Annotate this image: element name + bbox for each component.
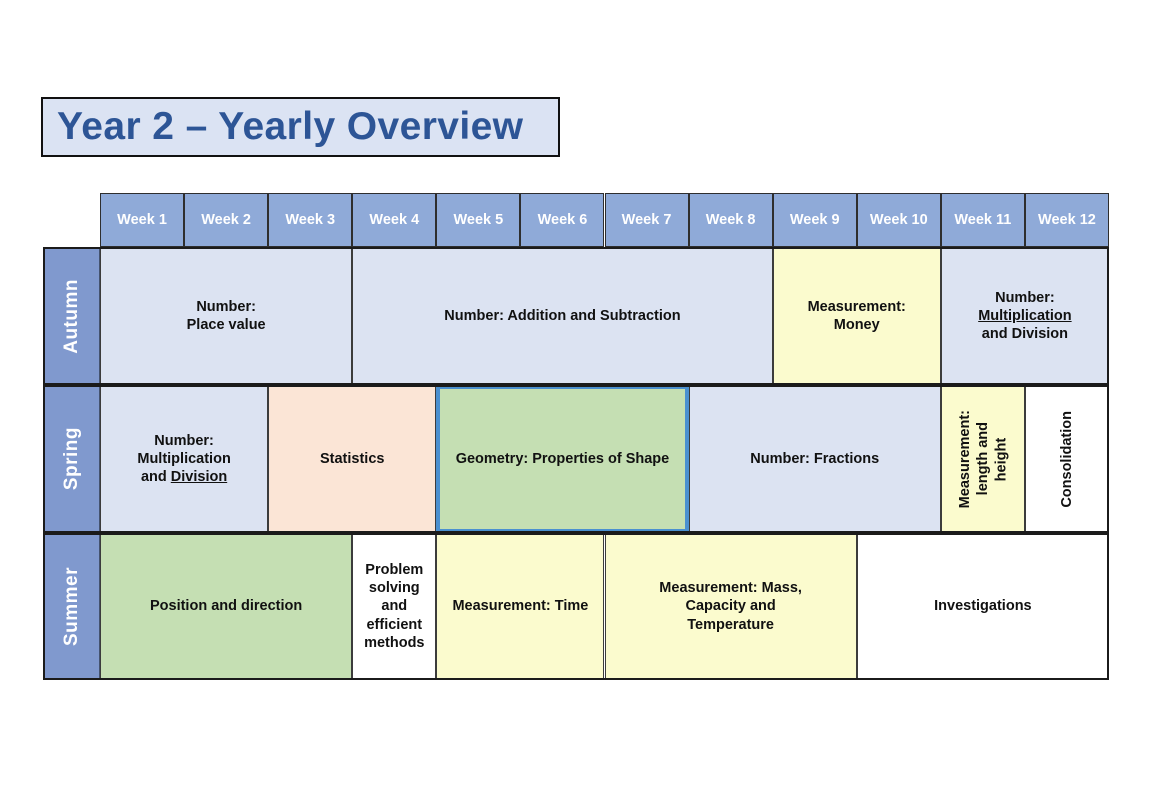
week-header-8: Week 8 [688,193,773,247]
topic-cell[interactable]: Number: Addition and Subtraction [352,247,773,385]
week-header-9: Week 9 [772,193,857,247]
yearly-overview-table: Week 1 Week 2 Week 3 Week 4 Week 5 Week 6 Week… [43,193,1109,680]
week-header-label: Week 6 [537,211,588,228]
week-header-label: Week 11 [954,211,1012,228]
week-header-4: Week 4 [352,193,437,247]
week-header-label: Week 3 [285,211,336,228]
topic-cell-label: Statistics [319,450,385,467]
topic-cell-label: Consolidation [1058,410,1075,508]
week-header-label: Week 7 [621,211,672,228]
week-header-label: Week 1 [117,211,167,228]
topic-cell-label: Measurement: Time [452,598,589,615]
week-header-5: Week 5 [436,193,521,247]
week-header-6: Week 6 [520,193,605,247]
topic-cell[interactable]: Investigations [856,533,1109,680]
page-title: Year 2 – Yearly Overview [57,105,524,148]
topic-cell-label: Number: Fractions [750,450,880,467]
week-header-label: Week 8 [705,211,756,228]
topic-cell-label: Investigations [934,598,1032,615]
season-label-text: Autumn [60,278,82,354]
week-header-11: Week 11 [940,193,1025,247]
season-label-text: Spring [60,427,82,491]
topic-cell[interactable]: Consolidation [1024,385,1109,533]
week-header-label: Week 9 [789,211,840,228]
season-label-spring: Spring [43,385,100,533]
topic-cell-label: Measurement:Money [807,298,906,333]
week-header-label: Week 2 [201,211,251,228]
topic-cell[interactable]: Number:Place value [100,247,353,385]
topic-cell-label: Number:Place value [186,298,266,333]
topic-cell[interactable]: Statistics [268,385,437,533]
week-header-7: Week 7 [604,193,689,247]
topic-cell[interactable]: Measurement: Time [436,533,605,680]
week-header-3: Week 3 [268,193,353,247]
week-header-label: Week 5 [453,211,504,228]
topic-cell-label: Position and direction [149,598,303,615]
table-grid: Week 1 Week 2 Week 3 Week 4 Week 5 Week 6 Week… [43,193,1109,680]
season-label-text: Summer [60,566,82,647]
week-header-12: Week 12 [1024,193,1109,247]
week-header-label: Week 12 [1038,211,1096,228]
week-header-10: Week 10 [856,193,941,247]
topic-cell-label: Geometry: Properties of Shape [455,450,670,467]
week-header-label: Week 10 [869,211,928,228]
topic-cell[interactable]: Measurement:Money [772,247,941,385]
season-label-summer: Summer [43,533,100,680]
week-header-1: Week 1 [100,193,185,247]
topic-cell-label: Number: Addition and Subtraction [444,307,681,324]
topic-cell[interactable]: Number: Fractions [688,385,941,533]
week-header-label: Week 4 [369,211,420,228]
season-label-autumn: Autumn [43,247,100,385]
page-title-box: Year 2 – Yearly Overview [41,97,560,157]
topic-cell[interactable]: Position and direction [100,533,353,680]
topic-cell[interactable]: Geometry: Properties of Shape [436,385,689,533]
week-header-2: Week 2 [184,193,269,247]
